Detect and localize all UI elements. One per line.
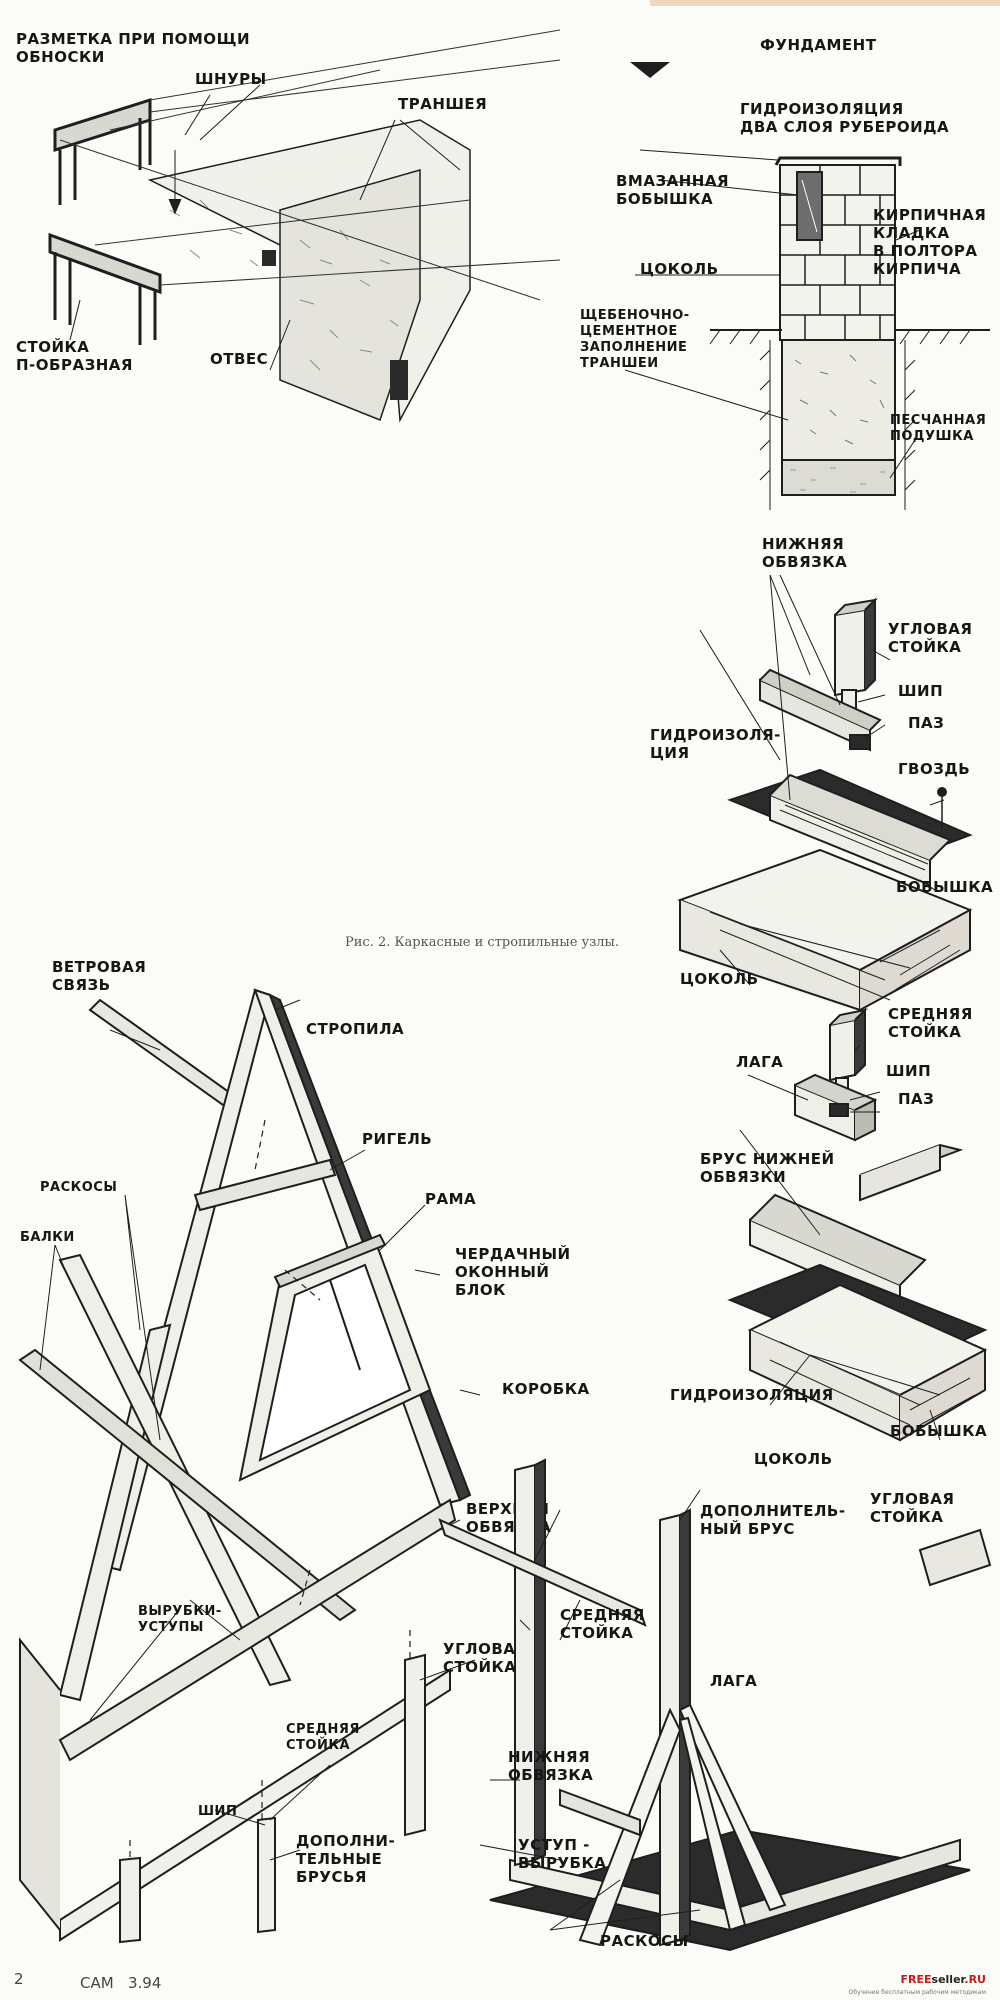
label-bobyshka-corner: БОБЫШКА bbox=[896, 878, 994, 896]
label-rigel: РИГЕЛЬ bbox=[362, 1130, 433, 1148]
label-gidroizolyaciya-middle: ГИДРОИЗОЛЯЦИЯ bbox=[670, 1386, 834, 1404]
corner-joint-illustration bbox=[677, 574, 973, 1012]
brand-name-mid: seller bbox=[931, 1973, 965, 1986]
label-dop-brusya: ДОПОЛНИ- ТЕЛЬНЫЕ БРУСЬЯ bbox=[296, 1832, 396, 1886]
label-cokol-frame-top: ЦОКОЛЬ bbox=[754, 1450, 833, 1468]
frame-illustration bbox=[438, 1458, 992, 1952]
label-laga-frame: ЛАГА bbox=[710, 1672, 758, 1690]
page-number: 2 bbox=[14, 1970, 24, 1988]
label-kladka: КИРПИЧНАЯ КЛАДКА В ПОЛТОРА КИРПИЧА bbox=[873, 206, 987, 278]
markup-illustration bbox=[48, 29, 561, 423]
label-ship-middle: ШИП bbox=[886, 1062, 932, 1080]
label-uglovaya-stoyka-roof: УГЛОВАЯ СТОЙКА bbox=[443, 1640, 528, 1676]
label-dop-brus-frame: ДОПОЛНИТЕЛЬ- НЫЙ БРУС bbox=[700, 1502, 846, 1538]
middle-joint-illustration bbox=[727, 1007, 988, 1442]
label-laga: ЛАГА bbox=[736, 1053, 784, 1071]
brand-tagline: Обучение бесплатным рабочим методикам bbox=[848, 1989, 986, 1996]
foundation-title: ФУНДАМЕНТ bbox=[760, 36, 877, 54]
label-brus: БРУС НИЖНЕЙ ОБВЯЗКИ bbox=[700, 1150, 835, 1186]
label-bobyshka: ВМАЗАННАЯ БОБЫШКА bbox=[616, 172, 730, 208]
brand-logo: FREEseller.RU bbox=[901, 1973, 986, 1986]
label-ship-roof: ШИП bbox=[198, 1804, 238, 1819]
label-gidroizolyaciya-corner: ГИДРОИЗОЛЯ- ЦИЯ bbox=[650, 726, 781, 762]
foundation-panel: ФУНДАМЕНТ ГИДРОИЗОЛЯЦИЯ ДВА СЛОЯ РУБЕРОИ… bbox=[560, 0, 1000, 530]
markup-panel: РАЗМЕТКА ПРИ ПОМОЩИ ОБНОСКИ ШНУРЫ ТРАНШЕ… bbox=[0, 0, 561, 430]
label-stropila: СТРОПИЛА bbox=[306, 1020, 405, 1038]
label-zapolnenie: ЩЕБЕНОЧНО- ЦЕМЕНТНОЕ ЗАПОЛНЕНИЕ ТРАНШЕИ bbox=[580, 308, 690, 371]
label-srednyaya-stoyka-frame: СРЕДНЯЯ СТОЙКА bbox=[560, 1606, 645, 1642]
label-srednyaya-stoyka-roof: СРЕДНЯЯ СТОЙКА bbox=[286, 1722, 360, 1753]
label-srednyaya-stoyka: СРЕДНЯЯ СТОЙКА bbox=[888, 1005, 973, 1041]
label-gidroizolyaciya: ГИДРОИЗОЛЯЦИЯ ДВА СЛОЯ РУБЕРОИДА bbox=[740, 100, 950, 136]
label-nizhnyaya-obvyazka: НИЖНЯЯ ОБВЯЗКА bbox=[762, 535, 848, 571]
label-uglovaya-stoyka-frame: УГЛОВАЯ СТОЙКА bbox=[870, 1490, 955, 1526]
frame-panel: ЦОКОЛЬ ДОПОЛНИТЕЛЬ- НЫЙ БРУС bbox=[438, 1440, 1000, 1960]
label-cokol: ЦОКОЛЬ bbox=[640, 260, 719, 278]
label-cokol-corner: ЦОКОЛЬ bbox=[680, 970, 759, 988]
brand-name-tail: .RU bbox=[964, 1973, 986, 1986]
label-otves: ОТВЕС bbox=[210, 350, 269, 368]
label-paz-middle: ПАЗ bbox=[898, 1090, 935, 1108]
roof-illustration bbox=[18, 988, 481, 1944]
roof-panel: ВЕТРОВАЯ СВЯЗЬ СТРОПИЛА РИГЕЛЬ РАСКОСЫ Р… bbox=[0, 940, 600, 1960]
label-uglovaya-stoyka: УГЛОВАЯ СТОЙКА bbox=[888, 620, 973, 656]
label-transheya: ТРАНШЕЯ bbox=[398, 95, 488, 113]
brand-name-red: FREE bbox=[900, 1973, 932, 1986]
middle-joint-panel: СРЕДНЯЯ СТОЙКА ЛАГА ШИП ПАЗ БРУС НИЖНЕЙ … bbox=[640, 1000, 1000, 1470]
label-ship: ШИП bbox=[898, 682, 944, 700]
label-vetrovaya-svyaz: ВЕТРОВАЯ СВЯЗЬ bbox=[52, 958, 147, 994]
label-ustup: УСТУП - ВЫРУБКА bbox=[518, 1836, 607, 1872]
page-top-edge bbox=[650, 0, 1000, 6]
label-stoyka: СТОЙКА П-ОБРАЗНАЯ bbox=[16, 338, 133, 374]
label-gvozd: ГВОЗДЬ bbox=[898, 760, 971, 778]
label-balki: БАЛКИ bbox=[20, 1230, 75, 1245]
label-shnury: ШНУРЫ bbox=[195, 70, 267, 88]
label-rama: РАМА bbox=[425, 1190, 477, 1208]
label-vyrubki: ВЫРУБКИ- УСТУПЫ bbox=[138, 1604, 222, 1635]
down-arrow-icon bbox=[630, 62, 670, 78]
figure-caption: Рис. 2. Каркасные и стропильные узлы. bbox=[345, 935, 620, 950]
label-podushka: ПЕСЧАННАЯ ПОДУШКА bbox=[890, 413, 987, 444]
label-nizhnyaya-obvyazka-frame: НИЖНЯЯ ОБВЯЗКА bbox=[508, 1748, 594, 1784]
markup-title: РАЗМЕТКА ПРИ ПОМОЩИ ОБНОСКИ bbox=[16, 30, 251, 66]
label-okonnyi-blok: ЧЕРДАЧНЫЙ ОКОННЫЙ БЛОК bbox=[455, 1245, 571, 1299]
label-paz: ПАЗ bbox=[908, 714, 945, 732]
label-bobyshka-middle: БОБЫШКА bbox=[890, 1422, 988, 1440]
magazine-issue: САМ 3.94 bbox=[80, 1974, 162, 1992]
label-raskosy-frame: РАСКОСЫ bbox=[600, 1932, 689, 1950]
label-korobka: КОРОБКА bbox=[502, 1380, 590, 1398]
label-raskosy: РАСКОСЫ bbox=[40, 1180, 118, 1195]
foundation-illustration bbox=[624, 62, 990, 510]
corner-joint-panel: НИЖНЯЯ ОБВЯЗКА УГЛОВАЯ СТОЙКА ШИП ПАЗ ГИ… bbox=[640, 530, 1000, 1012]
